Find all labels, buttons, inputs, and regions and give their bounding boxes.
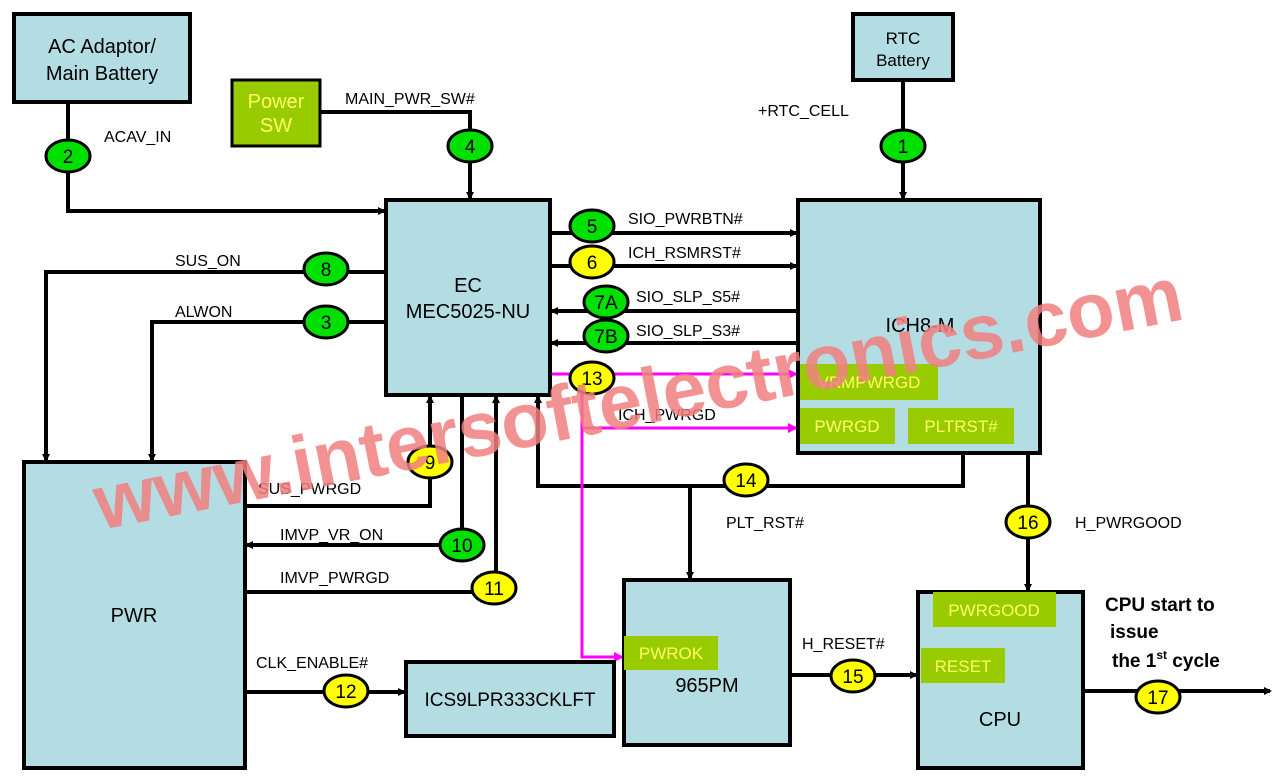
svg-text:issue: issue — [1110, 622, 1159, 643]
step-1: 1 — [879, 128, 927, 164]
step-6: 6 — [568, 244, 616, 280]
svg-text:+RTC_CELL: +RTC_CELL — [758, 103, 849, 120]
step-10: 10 — [438, 527, 486, 563]
svg-text:9: 9 — [425, 453, 436, 474]
block-pwr: PWR — [22, 460, 247, 770]
tag-pwrgd: PWRGD — [800, 408, 895, 444]
svg-text:IMVP_VR_ON: IMVP_VR_ON — [280, 527, 383, 544]
svg-text:15: 15 — [842, 667, 863, 688]
step-4: 4 — [446, 128, 494, 164]
cpu-note: CPU start to issue the 1st cycle — [1105, 595, 1220, 672]
svg-text:SIO_PWRBTN#: SIO_PWRBTN# — [628, 211, 743, 228]
svg-text:12: 12 — [335, 682, 356, 703]
svg-text:7A: 7A — [594, 293, 618, 314]
step-12: 12 — [322, 673, 370, 709]
svg-text:7B: 7B — [594, 327, 617, 348]
svg-text:4: 4 — [465, 137, 476, 158]
svg-text:13: 13 — [581, 369, 602, 390]
step-8: 8 — [302, 251, 350, 287]
svg-text:CLK_ENABLE#: CLK_ENABLE# — [256, 655, 368, 672]
svg-text:SUS_PWRGD: SUS_PWRGD — [258, 481, 361, 498]
step-13: 13 — [568, 360, 616, 396]
svg-text:PLTRST#: PLTRST# — [924, 417, 998, 436]
svg-text:MAIN_PWR_SW#: MAIN_PWR_SW# — [345, 91, 475, 108]
tag-pltrst: PLTRST# — [908, 408, 1014, 444]
step-11: 11 — [470, 570, 518, 606]
signal-labels: ACAV_IN MAIN_PWR_SW# +RTC_CELL SIO_PWRBT… — [104, 91, 1182, 672]
svg-text:PWR: PWR — [111, 605, 158, 627]
tag-pwrgood: PWRGOOD — [933, 592, 1056, 627]
svg-text:ICS9LPR333CKLFT: ICS9LPR333CKLFT — [424, 690, 595, 711]
svg-text:14: 14 — [735, 471, 757, 492]
step-16: 16 — [1004, 504, 1052, 540]
svg-text:ICH_PWRGD: ICH_PWRGD — [618, 407, 716, 424]
svg-text:PWRGD: PWRGD — [814, 417, 879, 436]
svg-text:SUS_ON: SUS_ON — [175, 253, 241, 270]
svg-text:Main Battery: Main Battery — [46, 63, 158, 85]
svg-text:SIO_SLP_S5#: SIO_SLP_S5# — [636, 289, 740, 306]
step-2: 2 — [44, 138, 92, 174]
block-rtc-battery: RTC Battery — [851, 12, 955, 82]
step-5: 5 — [568, 208, 616, 244]
step-3: 3 — [302, 304, 350, 340]
svg-text:MEC5025-NU: MEC5025-NU — [406, 301, 530, 323]
step-14: 14 — [722, 462, 770, 498]
step-17: 17 — [1134, 679, 1182, 715]
svg-text:IMVP_PWRGD: IMVP_PWRGD — [280, 570, 389, 587]
svg-text:ICH_RSMRST#: ICH_RSMRST# — [628, 245, 741, 262]
svg-text:EC: EC — [454, 275, 482, 297]
svg-text:Battery: Battery — [876, 51, 930, 70]
svg-text:AC Adaptor/: AC Adaptor/ — [48, 36, 156, 58]
tag-vrmpwrgd: VRMPWRGD — [800, 364, 938, 400]
svg-text:Power: Power — [248, 91, 305, 113]
svg-text:PLT_RST#: PLT_RST# — [726, 515, 804, 532]
svg-text:ICH8-M: ICH8-M — [886, 315, 955, 337]
tag-pwrok: PWROK — [624, 636, 718, 670]
step-7A: 7A — [582, 284, 630, 320]
block-ac-adaptor: AC Adaptor/Main Battery — [12, 12, 192, 104]
block-ec: EC MEC5025-NU — [384, 198, 552, 397]
svg-text:5: 5 — [587, 217, 598, 238]
svg-text:6: 6 — [587, 253, 598, 274]
svg-text:SW: SW — [260, 115, 292, 137]
svg-text:CPU: CPU — [979, 709, 1021, 731]
svg-text:H_RESET#: H_RESET# — [802, 636, 885, 653]
svg-text:11: 11 — [484, 579, 504, 600]
svg-text:10: 10 — [451, 536, 472, 557]
step-15: 15 — [829, 658, 877, 694]
svg-text:17: 17 — [1147, 688, 1168, 709]
svg-text:965PM: 965PM — [675, 675, 738, 697]
step-7B: 7B — [582, 318, 630, 354]
svg-text:SIO_SLP_S3#: SIO_SLP_S3# — [636, 323, 740, 340]
tag-reset: RESET — [921, 648, 1005, 683]
block-clock-generator: ICS9LPR333CKLFT — [404, 660, 616, 738]
svg-text:ALWON: ALWON — [175, 304, 232, 321]
svg-text:2: 2 — [63, 147, 74, 168]
svg-text:PWRGOOD: PWRGOOD — [948, 601, 1040, 620]
svg-text:RTC: RTC — [886, 29, 921, 48]
step-9: 9 — [406, 444, 454, 480]
svg-text:8: 8 — [321, 260, 332, 281]
svg-text:H_PWRGOOD: H_PWRGOOD — [1075, 515, 1182, 532]
svg-text:RESET: RESET — [935, 657, 992, 676]
svg-text:the 1st cycle: the 1st cycle — [1112, 648, 1220, 672]
svg-text:16: 16 — [1017, 513, 1038, 534]
svg-text:3: 3 — [321, 313, 332, 334]
svg-text:PWROK: PWROK — [639, 644, 704, 663]
svg-text:CPU start to: CPU start to — [1105, 595, 1215, 616]
svg-text:ACAV_IN: ACAV_IN — [104, 129, 171, 146]
svg-text:VRMPWRGD: VRMPWRGD — [818, 373, 921, 392]
svg-text:1: 1 — [898, 137, 909, 158]
